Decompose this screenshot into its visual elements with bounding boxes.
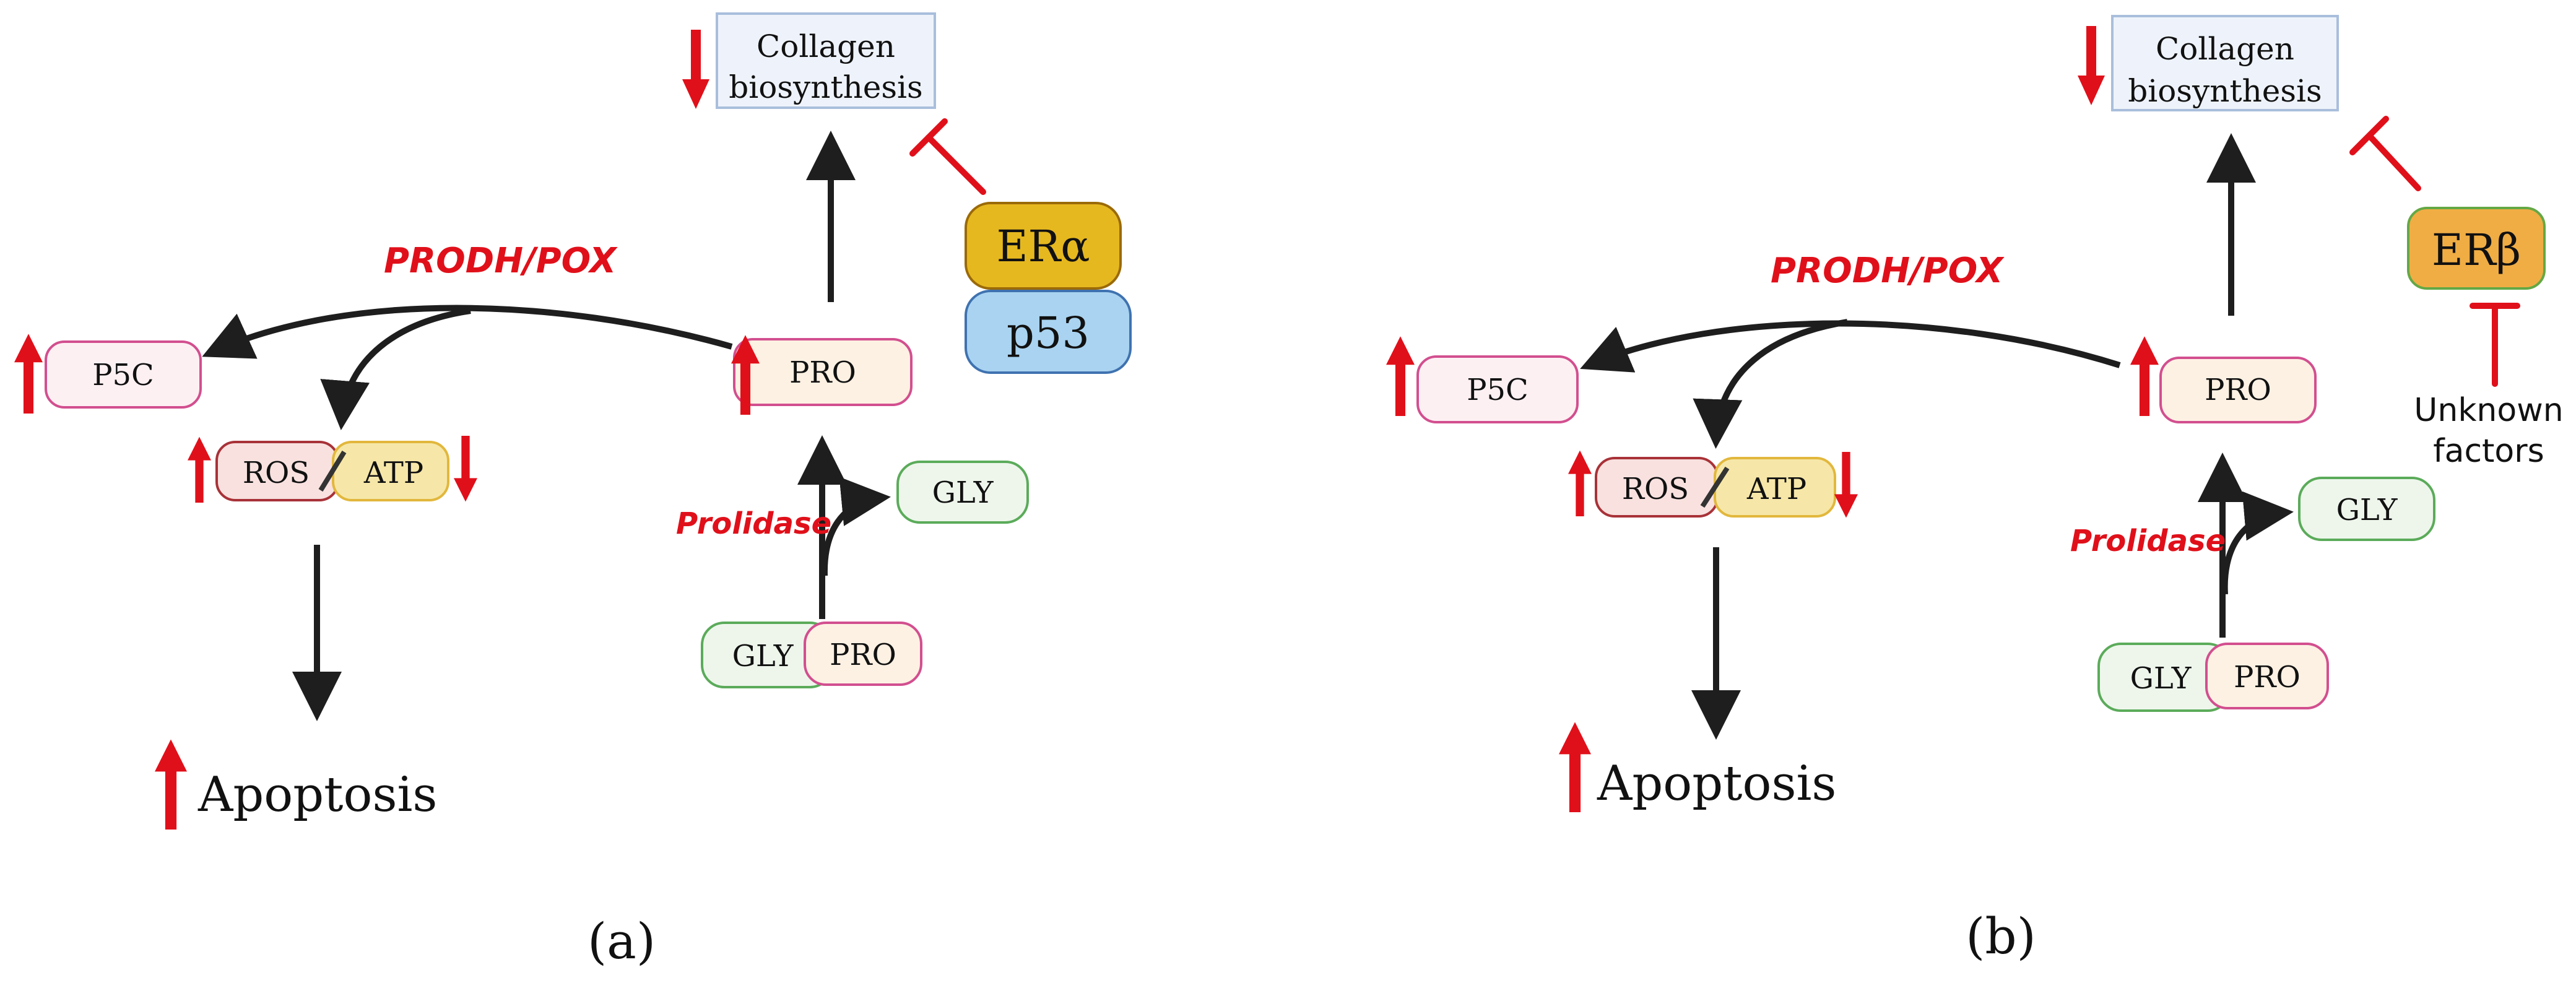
collagen-label-line2: biosynthesis (729, 69, 922, 105)
ros-increase-arrow-icon (1568, 450, 1592, 516)
atp-node: ATP (332, 441, 449, 501)
dipeptide-to-gly-arrow (2221, 491, 2294, 595)
panel-b-caption: (b) (1966, 908, 2036, 965)
gly-dipeptide-label: GLY (2130, 661, 2192, 696)
collagen-label-line2: biosynthesis (2128, 73, 2322, 109)
pro-dipeptide-label: PRO (830, 638, 896, 672)
gly-node: GLY (896, 461, 1029, 524)
ros-increase-arrow-icon (188, 436, 211, 503)
unknown-factors-line1: Unknown (2414, 392, 2563, 429)
inhibition-er-alpha-collagen (909, 118, 986, 195)
prolidase-label: Prolidase (2070, 524, 2226, 558)
ros-atp-separator (318, 450, 347, 492)
p5c-label: P5C (1467, 373, 1529, 407)
p5c-to-ros-arrow (320, 308, 471, 430)
pro-node: PRO (2159, 357, 2317, 423)
p5c-to-ros-arrow (1693, 319, 1848, 449)
ros-atp-separator (1700, 466, 1730, 508)
er-beta-node: ERβ (2407, 207, 2546, 290)
gly-label: GLY (2336, 493, 2398, 527)
p5c-increase-arrow-icon (1386, 336, 1415, 416)
p5c-label: P5C (92, 358, 154, 392)
pro-node: PRO (733, 338, 913, 406)
pro-label: PRO (2205, 373, 2271, 407)
ros-label: ROS (1622, 472, 1689, 506)
unknown-factors-line2: factors (2433, 433, 2544, 470)
ros-label: ROS (243, 456, 310, 490)
ros-node: ROS (215, 441, 339, 501)
apoptosis-label: Apoptosis (1597, 756, 1836, 812)
prodh-pox-label: PRODH/POX (384, 241, 618, 281)
p5c-increase-arrow-icon (14, 334, 43, 414)
pro-increase-arrow-icon (2130, 336, 2159, 416)
panel-b: Collagen biosynthesis ERβ Unknown factor… (1386, 15, 2564, 965)
inhibition-unknown-er-beta (2470, 303, 2520, 387)
dipeptide-to-gly-arrow (821, 477, 891, 576)
atp-label: ATP (363, 456, 423, 490)
gly-dipeptide-node: GLY (701, 622, 833, 688)
prolidase-label: Prolidase (676, 506, 831, 541)
collagen-biosynthesis-node: Collagen biosynthesis (2111, 15, 2339, 111)
p5c-node: P5C (45, 340, 202, 409)
apoptosis-increase-arrow-icon (155, 739, 187, 830)
collagen-label-line1: Collagen (757, 28, 895, 64)
panel-a: Collagen biosynthesis ERα p53 PRODH/POX … (14, 12, 1132, 970)
pro-dipeptide-node: PRO (2205, 643, 2329, 709)
inhibition-er-beta-collagen (2349, 116, 2421, 191)
collagen-label-line1: Collagen (2156, 31, 2294, 67)
pro-dipeptide-node: PRO (804, 622, 922, 686)
atp-decrease-arrow-icon (1834, 452, 1858, 518)
apoptosis-label: Apoptosis (197, 767, 437, 823)
panel-a-caption: (a) (588, 912, 656, 970)
atp-decrease-arrow-icon (454, 436, 477, 502)
gly-label: GLY (932, 475, 994, 510)
apoptosis-increase-arrow-icon (1559, 722, 1591, 812)
collagen-decrease-arrow-icon (2078, 26, 2105, 105)
pro-label: PRO (789, 355, 856, 390)
collagen-biosynthesis-node: Collagen biosynthesis (716, 12, 936, 109)
p53-label: p53 (1007, 308, 1090, 358)
p53-node: p53 (965, 290, 1132, 374)
atp-node: ATP (1714, 457, 1836, 518)
atp-label: ATP (1746, 472, 1806, 506)
gly-dipeptide-node: GLY (2097, 643, 2231, 712)
er-beta-label: ERβ (2432, 225, 2521, 275)
er-alpha-node: ERα (965, 202, 1122, 290)
collagen-decrease-arrow-icon (682, 30, 709, 109)
p5c-node: P5C (1416, 355, 1579, 423)
gly-node: GLY (2298, 477, 2435, 541)
pro-dipeptide-label: PRO (2234, 660, 2301, 695)
gly-dipeptide-label: GLY (732, 639, 794, 674)
pro-to-p5c-arrow (202, 305, 733, 359)
prodh-pox-label: PRODH/POX (1771, 251, 2005, 291)
ros-node: ROS (1595, 457, 1719, 518)
pro-to-p5c-arrow (1580, 320, 2121, 373)
er-alpha-label: ERα (996, 221, 1090, 272)
